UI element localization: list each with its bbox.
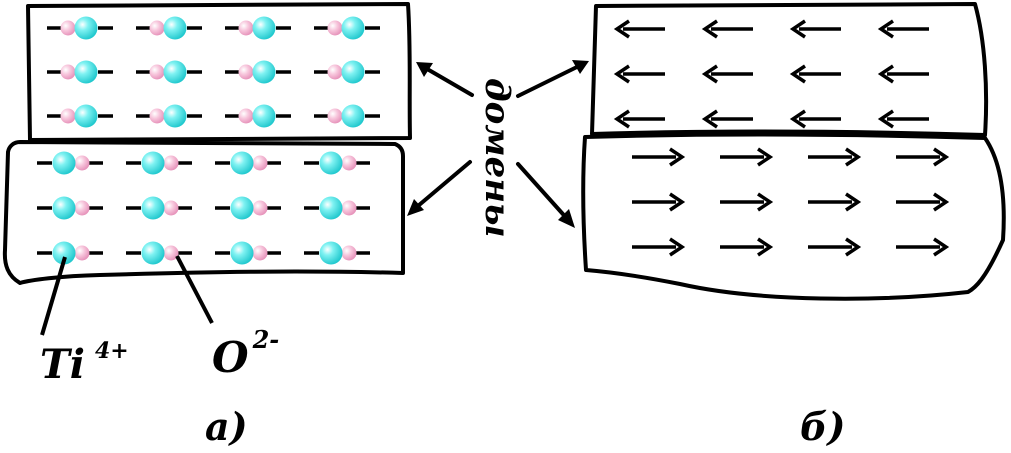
oxygen-ion [149,64,165,80]
polarization-arrow [701,109,753,129]
polarization-arrow [632,192,686,212]
titanium-ion [74,16,98,40]
oxygen-ion [341,245,357,261]
oxygen-ion [149,20,165,36]
titanium-ion [319,196,343,220]
oxygen-ion [74,245,90,261]
titanium-ion [341,16,365,40]
titanium-ion [319,241,343,265]
polarization-arrow [613,64,665,84]
titanium-ion [141,196,165,220]
domain-b-bottom [581,132,1006,301]
ion-lattice [37,16,380,265]
oxygen-ion [238,108,254,124]
titanium-ion [163,60,187,84]
polarization-arrow [808,192,862,212]
domain-pointer-arrows [410,62,585,224]
polarization-arrow [808,147,862,167]
oxygen-ion [60,108,76,124]
polarization-arrow [720,192,774,212]
polarization-arrow [789,109,841,129]
oxygen-ion [252,155,268,171]
polarization-arrow [789,64,841,84]
titanium-ion [52,241,76,265]
polarization-arrow [789,19,841,39]
polarization-arrow [896,192,950,212]
polarization-arrow [720,237,774,257]
oxygen-ion [341,155,357,171]
domain-a-top [26,2,412,142]
polarization-arrow [701,64,753,84]
titanium-ion [163,104,187,128]
oxygen-ion [60,20,76,36]
panel-a-label: а) [205,404,248,449]
oxygen-ion [238,64,254,80]
oxygen-ion [238,20,254,36]
oxygen-ion [252,200,268,216]
oxygen-ion [327,64,343,80]
polarization-arrows [613,19,950,257]
titanium-ion [141,151,165,175]
polarization-arrow [701,19,753,39]
titanium-ion [52,196,76,220]
oxygen-ion [327,108,343,124]
titanium-ion [252,104,276,128]
titanium-ion [230,241,254,265]
o-leader-line [175,255,214,324]
titanium-ion [341,60,365,84]
titanium-ion [141,241,165,265]
titanium-ion [230,151,254,175]
oxygen-ion [252,245,268,261]
polarization-arrow [877,19,929,39]
titanium-ion [319,151,343,175]
titanium-ion [74,60,98,84]
polarization-arrow [613,19,665,39]
oxygen-ion [74,200,90,216]
polarization-arrow [720,147,774,167]
polarization-arrow [896,237,950,257]
polarization-arrow [613,109,665,129]
polarization-arrow [877,64,929,84]
oxygen-ion [163,155,179,171]
titanium-ion [252,16,276,40]
polarization-arrow [632,237,686,257]
oxygen-ion [74,155,90,171]
titanium-ion [230,196,254,220]
titanium-ion [163,16,187,40]
titanium-ion [341,104,365,128]
polarization-arrow [877,109,929,129]
oxygen-ion [60,64,76,80]
domains-label: домены [477,78,517,238]
oxygen-ion [341,200,357,216]
oxygen-ion [327,20,343,36]
domain-b-top [590,2,989,137]
polarization-arrow [632,147,686,167]
titanium-ion [74,104,98,128]
oxygen-ion [163,245,179,261]
titanium-ion [252,60,276,84]
ti-leader-line [40,256,67,336]
polarization-arrow [896,147,950,167]
panel-b-label: б) [800,404,845,449]
oxygen-ion [149,108,165,124]
domain-a-bottom [2,140,405,285]
titanium-ion [52,151,76,175]
domain-pointer-heads [407,60,589,228]
polarization-arrow [808,237,862,257]
oxygen-ion [163,200,179,216]
